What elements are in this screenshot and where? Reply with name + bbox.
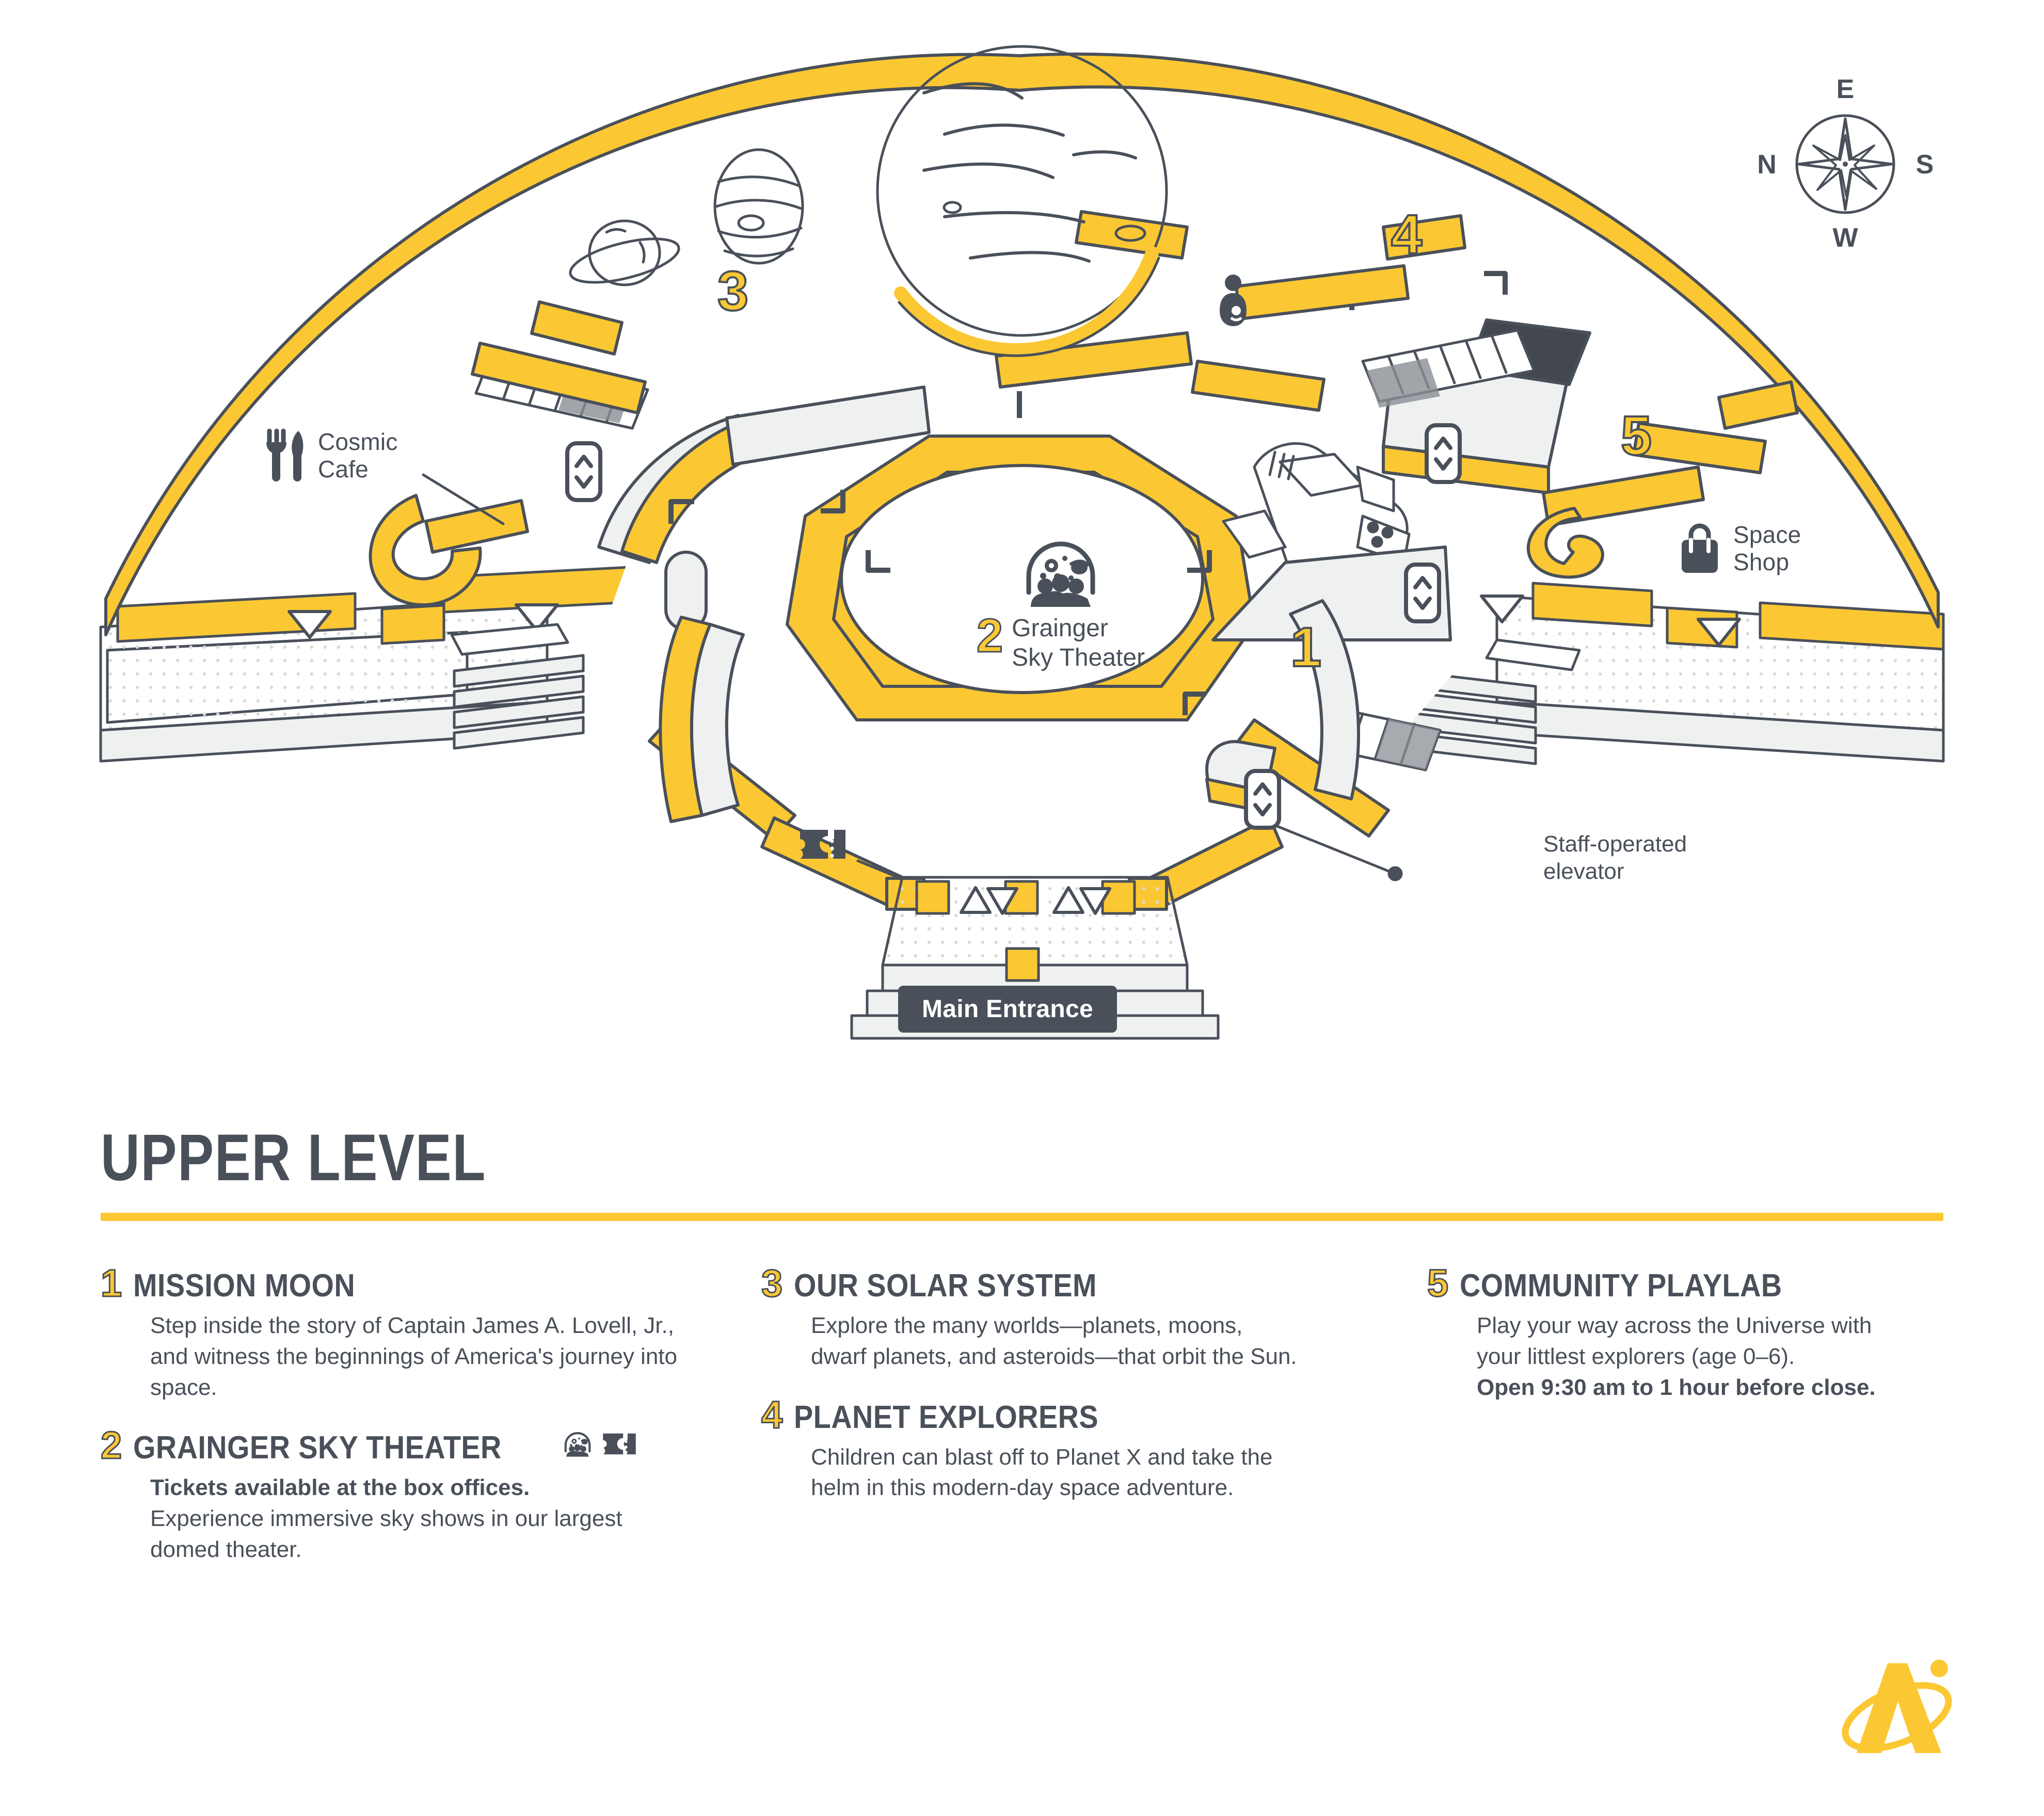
elevator-icon[interactable]: [565, 441, 602, 502]
stairs-left: [450, 623, 585, 750]
playlab-curved-corridor: [1526, 507, 1604, 579]
outer-arc-corridor: [104, 52, 1940, 636]
planet-illustrations: [569, 45, 1168, 337]
legend-entry-title: OUR SOLAR SYSTEM: [794, 1268, 1097, 1304]
legend-panel: UPPER LEVEL 1 MISSION MOON Step inside t…: [0, 1125, 2044, 1590]
legend-entry-number: 2: [100, 1424, 122, 1467]
museum-floor-map[interactable]: E N S W: [0, 0, 2044, 1094]
elevator-icon[interactable]: [1244, 769, 1281, 830]
legend-entry-text: Children can blast off to Planet X and t…: [811, 1444, 1273, 1501]
legend-entry-title: MISSION MOON: [133, 1268, 356, 1304]
compass-rose: E N S W: [1757, 74, 1934, 253]
legend-entry-1[interactable]: 1 MISSION MOON Step inside the story of …: [100, 1262, 684, 1403]
legend-entry-5[interactable]: 5 COMMUNITY PLAYLAB Play your way across…: [1426, 1262, 1912, 1403]
fork-knife-icon: [266, 428, 304, 481]
escalator-down-marker-left: [288, 603, 559, 639]
adler-planetarium-logo: [1842, 1660, 1952, 1753]
planet-illustration: [876, 45, 1168, 337]
legend-column-1: 1 MISSION MOON Step inside the story of …: [100, 1262, 715, 1590]
spacecraft-illustration: [1222, 442, 1411, 590]
spacecraft-apron: [1211, 545, 1452, 641]
legend-entry-number: 3: [760, 1262, 783, 1305]
compass-label-bottom: W: [1832, 223, 1858, 253]
theater-number: 2: [976, 609, 1003, 662]
legend-entry-number: 5: [1426, 1262, 1449, 1305]
corridor-bars-left: [116, 565, 642, 645]
compass-label-right: S: [1916, 150, 1934, 180]
escalator-upper-right: [1361, 329, 1536, 408]
legend-entry-text: Play your way across the Universe with y…: [1477, 1313, 1872, 1369]
cafe-leader: [422, 473, 505, 525]
legend-entry-text: Experience immersive sky shows in our la…: [150, 1506, 622, 1563]
main-entrance-badge[interactable]: Main Entrance: [898, 986, 1117, 1033]
hall-upper-left: [725, 385, 931, 466]
inner-wing-right: [1289, 599, 1360, 800]
elevator-icon[interactable]: [1404, 563, 1441, 623]
planet-yellow-edge: [894, 246, 1159, 357]
escalator-direction-markers: [960, 886, 1111, 915]
gallery-number-1: 1: [1289, 616, 1322, 678]
box-office-ticket-icon: [800, 830, 845, 859]
elevator-icon[interactable]: [1425, 423, 1462, 484]
legend-entry-4[interactable]: 4 PLANET EXPLORERS Children can blast of…: [760, 1393, 1298, 1504]
title-divider: [101, 1213, 1943, 1221]
legend-entry-text: Step inside the story of Captain James A…: [150, 1313, 678, 1400]
legend-entry-3[interactable]: 3 OUR SOLAR SYSTEM Explore the many worl…: [760, 1262, 1298, 1372]
gallery-number-3: 3: [716, 260, 749, 322]
lobby-shapes-left-2: [620, 421, 755, 564]
legend-entry-text-bold: Open 9:30 am to 1 hour before close.: [1477, 1374, 1876, 1400]
cafe-corridor: [369, 494, 482, 606]
gallery-number-4: 4: [1390, 203, 1423, 265]
planetarium-dome-icon: [1026, 541, 1095, 607]
legend-entry-title: COMMUNITY PLAYLAB: [1460, 1268, 1782, 1304]
inner-wing-left-yellow: [659, 616, 712, 823]
legend-column-2: 3 OUR SOLAR SYSTEM Explore the many worl…: [715, 1262, 1329, 1590]
legend-entry-text-bold: Tickets available at the box offices.: [150, 1475, 530, 1501]
escalator-down-marker-right: [1480, 594, 1741, 647]
legend-entry-text: Explore the many worlds—planets, moons, …: [811, 1313, 1297, 1369]
jupiter-illustration: [713, 148, 804, 265]
legend-entry-title: GRAINGER SKY THEATER: [133, 1430, 502, 1466]
gallery-number-5: 5: [1620, 404, 1653, 467]
legend-entry-number: 4: [760, 1393, 783, 1436]
compass-label-top: E: [1837, 74, 1855, 104]
page-title: UPPER LEVEL: [101, 1121, 487, 1195]
legend-entry-2[interactable]: 2 GRAINGER SKY THEATER: [100, 1424, 684, 1565]
compass-label-left: N: [1757, 150, 1777, 180]
legend-entry-number: 1: [100, 1262, 122, 1305]
planetarium-dome-icon: [564, 1432, 591, 1457]
nursing-room-icon: [1220, 275, 1247, 326]
ticket-icon: [603, 1434, 636, 1455]
legend-columns: 1 MISSION MOON Step inside the story of …: [100, 1262, 1943, 1590]
shopping-bag-icon: [1682, 523, 1718, 573]
legend-column-3: 5 COMMUNITY PLAYLAB Play your way across…: [1329, 1262, 1943, 1590]
map-illustration: [99, 45, 1945, 1040]
saturn-illustration: [569, 219, 680, 286]
legend-entry-title: PLANET EXPLORERS: [794, 1399, 1099, 1435]
grainger-sky-theater-room: [840, 464, 1204, 694]
stairs-right: [1402, 638, 1581, 765]
staff-elevator-leader: [1264, 820, 1403, 881]
